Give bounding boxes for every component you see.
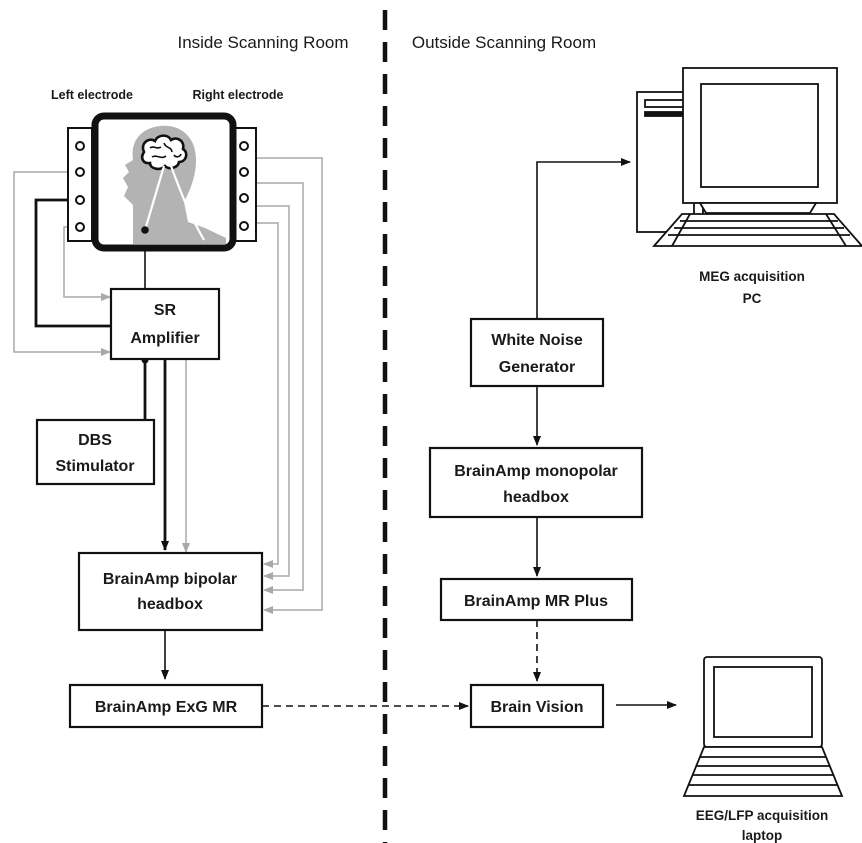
eeg-laptop-label: EEG/LFP acquisition: [696, 808, 829, 823]
svg-text:BrainAmp monopolar: BrainAmp monopolar: [454, 463, 618, 480]
left-electrode-label: Left electrode: [51, 88, 133, 102]
white-noise-generator-box: White Noise Generator: [469, 317, 605, 388]
svg-text:SR: SR: [154, 302, 177, 319]
left-electrode-contacts: [75, 141, 85, 232]
desktop-computer-icon: [636, 67, 862, 247]
mr-plus-box: BrainAmp MR Plus: [439, 577, 634, 622]
svg-text:BrainAmp ExG MR: BrainAmp ExG MR: [95, 699, 238, 716]
svg-text:BrainAmp bipolar: BrainAmp bipolar: [103, 571, 237, 588]
bipolar-headbox-box: BrainAmp bipolar headbox: [77, 551, 264, 632]
black-wiring: [34, 158, 677, 710]
meg-pc-label-line2: PC: [743, 291, 762, 306]
svg-text:Amplifier: Amplifier: [130, 330, 199, 347]
right-electrode-label: Right electrode: [193, 88, 284, 102]
dbs-lead: [169, 165, 205, 241]
svg-text:Brain Vision: Brain Vision: [490, 699, 583, 716]
svg-text:Stimulator: Stimulator: [55, 458, 134, 475]
svg-text:Generator: Generator: [499, 359, 575, 376]
outside-room-label: Outside Scanning Room: [412, 33, 596, 52]
right-electrode-contacts: [239, 141, 249, 231]
brain-icon: [140, 134, 188, 171]
svg-text:White Noise: White Noise: [491, 332, 583, 349]
svg-text:BrainAmp MR Plus: BrainAmp MR Plus: [464, 593, 608, 610]
brain-vision-box: Brain Vision: [469, 683, 605, 729]
dbs-stimulator-box: DBS Stimulator: [35, 418, 156, 486]
meg-pc-label: MEG acquisition: [699, 269, 805, 284]
inside-room-label: Inside Scanning Room: [177, 33, 348, 52]
svg-text:DBS: DBS: [78, 432, 112, 449]
sr-amplifier-box: SR Amplifier: [109, 287, 221, 361]
head-electrode-frame: [67, 112, 257, 252]
eeg-laptop-label-line2: laptop: [742, 828, 783, 843]
laptop-icon: [682, 656, 844, 797]
exg-mr-box: BrainAmp ExG MR: [68, 683, 264, 729]
svg-text:headbox: headbox: [137, 596, 203, 613]
svg-text:headbox: headbox: [503, 489, 569, 506]
monopolar-headbox-box: BrainAmp monopolar headbox: [428, 446, 644, 519]
